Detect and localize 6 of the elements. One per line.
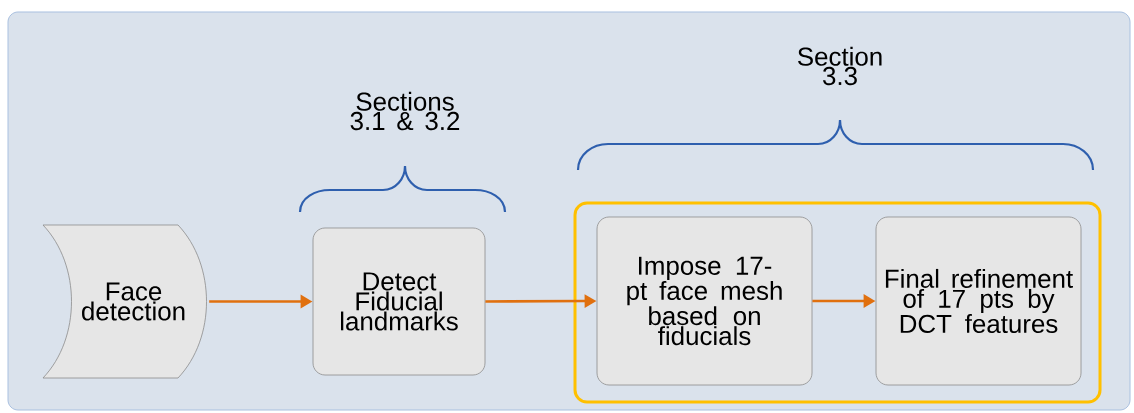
process-box: Detect Fiducial landmarks: [312, 227, 486, 376]
process-box: Final refinement of 17 pts by DCT features: [875, 216, 1082, 386]
section-label: Sections 3.1 & 3.2: [350, 91, 460, 131]
grouping-frame: [573, 201, 1102, 404]
process-box: Impose 17-pt face mesh based on fiducials: [596, 216, 813, 386]
section-label: Section 3.3: [798, 46, 882, 86]
